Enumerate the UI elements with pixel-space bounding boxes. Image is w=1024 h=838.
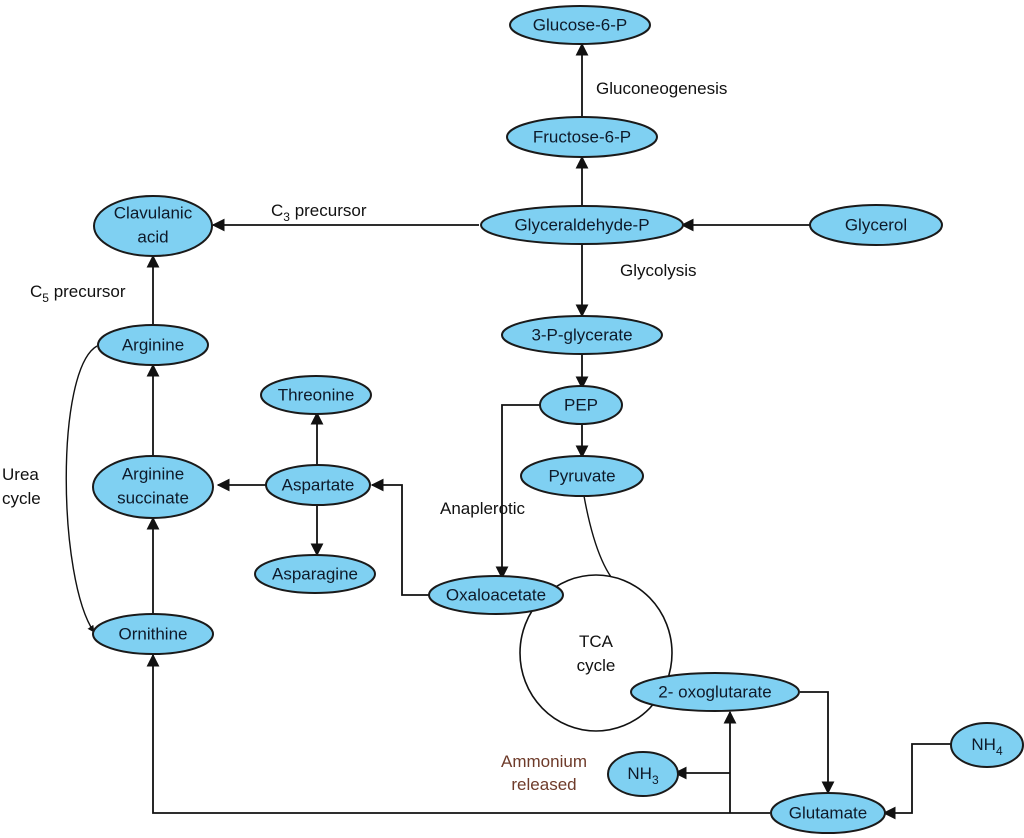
svg-text:Arginine: Arginine bbox=[122, 335, 184, 354]
svg-text:Glyceraldehyde-P: Glyceraldehyde-P bbox=[514, 215, 649, 234]
node-clavulanic-acid: Clavulanic acid bbox=[93, 195, 213, 257]
node-glycerol: Glycerol bbox=[809, 204, 943, 246]
edge-urea-cycle-arc bbox=[65, 345, 98, 633]
edge-nh4-to-glutamate bbox=[882, 743, 952, 820]
svg-text:Clavulanic: Clavulanic bbox=[114, 203, 193, 222]
edge-glutamate-to-ornithine bbox=[146, 653, 770, 814]
svg-text:Ornithine: Ornithine bbox=[119, 624, 188, 643]
svg-text:Fructose-6-P: Fructose-6-P bbox=[533, 127, 631, 146]
svg-text:Glycerol: Glycerol bbox=[845, 215, 907, 234]
edge-oxaloacetate-to-aspartate bbox=[370, 478, 432, 596]
label-glycolysis: Glycolysis bbox=[620, 261, 697, 280]
svg-text:Aspartate: Aspartate bbox=[282, 475, 355, 494]
node-2-oxoglutarate: 2- oxoglutarate bbox=[630, 672, 800, 712]
node-glutamate: Glutamate bbox=[770, 792, 886, 834]
node-threonine: Threonine bbox=[260, 375, 372, 415]
label-urea-cycle-line1: Urea bbox=[2, 465, 39, 484]
label-gluconeogenesis: Gluconeogenesis bbox=[596, 79, 727, 98]
node-glyceraldehyde-p: Glyceraldehyde-P bbox=[480, 205, 684, 245]
label-c5-precursor: C5 precursor bbox=[30, 282, 126, 305]
edges bbox=[65, 42, 952, 820]
label-ammonium-released-line1: Ammonium bbox=[501, 752, 587, 771]
svg-text:Glucose-6-P: Glucose-6-P bbox=[533, 15, 627, 34]
svg-text:NH3: NH3 bbox=[627, 764, 659, 787]
edge-oxoglutarate-to-glutamate bbox=[800, 691, 835, 795]
svg-text:succinate: succinate bbox=[117, 488, 189, 507]
edge-pep-to-oxaloacetate bbox=[495, 404, 540, 580]
svg-text:Arginine: Arginine bbox=[122, 464, 184, 483]
svg-text:3-P-glycerate: 3-P-glycerate bbox=[531, 325, 632, 344]
node-asparagine: Asparagine bbox=[254, 554, 376, 594]
svg-text:PEP: PEP bbox=[564, 395, 598, 414]
node-3-p-glycerate: 3-P-glycerate bbox=[501, 315, 663, 355]
tca-label-line2: cycle bbox=[577, 656, 616, 675]
node-pep: PEP bbox=[539, 385, 623, 425]
node-nh3: NH3 bbox=[607, 751, 679, 797]
node-fructose-6-p: Fructose-6-P bbox=[506, 116, 658, 158]
node-pyruvate: Pyruvate bbox=[520, 455, 644, 497]
svg-text:Glutamate: Glutamate bbox=[789, 803, 867, 822]
svg-text:acid: acid bbox=[137, 227, 168, 246]
node-arginine: Arginine bbox=[97, 324, 209, 366]
label-ammonium-released-line2: released bbox=[511, 775, 576, 794]
node-arginine-succinate: Arginine succinate bbox=[92, 455, 214, 519]
node-oxaloacetate: Oxaloacetate bbox=[428, 575, 564, 615]
svg-text:Oxaloacetate: Oxaloacetate bbox=[446, 585, 546, 604]
label-urea-cycle-line2: cycle bbox=[2, 489, 41, 508]
label-c3-precursor: C3 precursor bbox=[271, 201, 367, 224]
label-anaplerotic: Anaplerotic bbox=[440, 499, 526, 518]
svg-text:Pyruvate: Pyruvate bbox=[548, 466, 615, 485]
svg-text:Asparagine: Asparagine bbox=[272, 564, 358, 583]
node-glucose-6-p: Glucose-6-P bbox=[509, 5, 651, 45]
node-nh4: NH4 bbox=[950, 722, 1024, 768]
svg-text:Threonine: Threonine bbox=[278, 385, 355, 404]
tca-label-line1: TCA bbox=[579, 632, 614, 651]
node-aspartate: Aspartate bbox=[265, 464, 371, 506]
svg-text:2- oxoglutarate: 2- oxoglutarate bbox=[658, 682, 771, 701]
svg-text:NH4: NH4 bbox=[971, 735, 1003, 758]
node-ornithine: Ornithine bbox=[92, 613, 214, 655]
